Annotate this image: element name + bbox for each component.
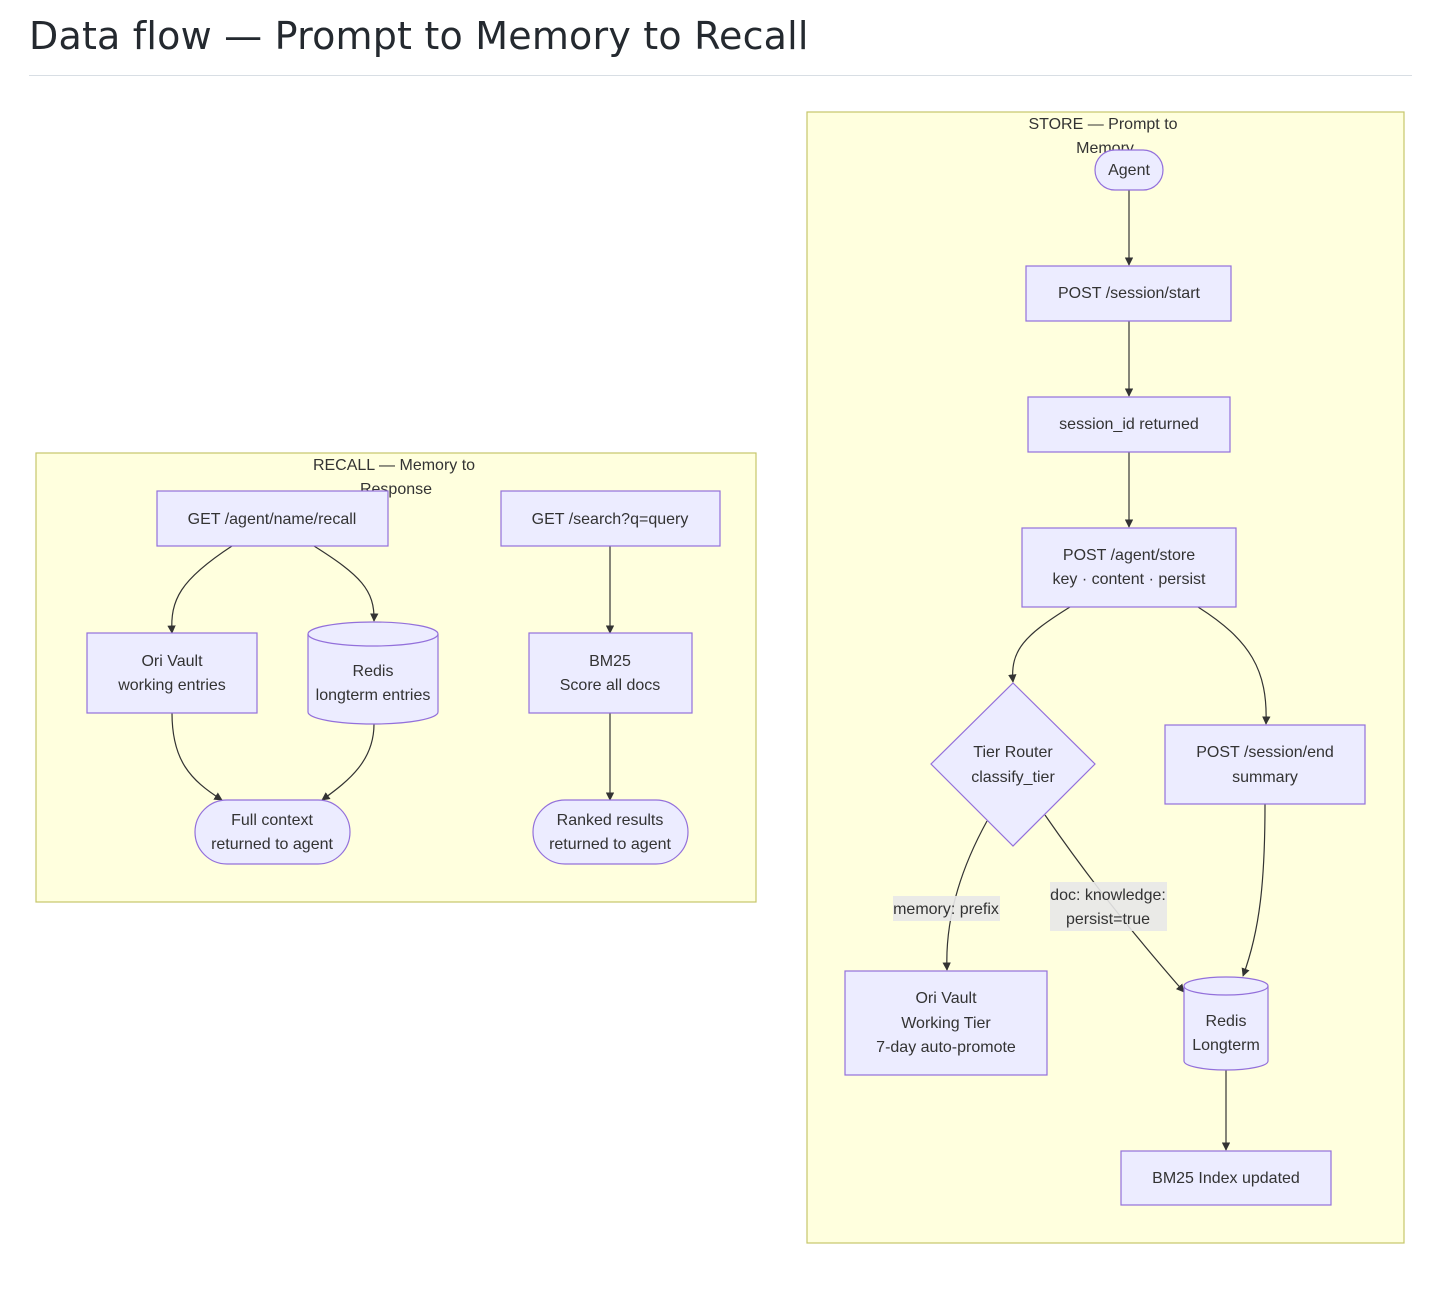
node-agent-store-line1: POST /agent/store	[1063, 547, 1195, 564]
node-get-search-label: GET /search?q=query	[532, 511, 689, 528]
node-tier-router-line2: classify_tier	[971, 769, 1055, 786]
node-agent-store: POST /agent/store key · content · persis…	[1021, 527, 1237, 608]
node-agent-store-line2: key · content · persist	[1053, 571, 1207, 588]
node-full-context-line1: Full context	[231, 812, 313, 829]
edge-router-to-orivault	[942, 820, 988, 971]
node-agent: Agent	[1094, 149, 1164, 191]
node-ori-vault: Ori Vault working entries	[86, 632, 258, 714]
title-divider	[29, 75, 1412, 76]
edge-label-doc-knowledge: doc: knowledge: persist=true	[1050, 882, 1167, 931]
node-redis-longterm-line2: Longterm	[1192, 1037, 1260, 1054]
edge-redis-to-fullcontext	[321, 723, 375, 801]
node-bm25-line1: BM25	[589, 653, 631, 670]
node-redis-line2: longterm entries	[316, 687, 431, 704]
node-bm25: BM25 Score all docs	[528, 632, 693, 714]
edge-label-doc-line2: persist=true	[1066, 911, 1150, 928]
recall-cluster-title: RECALL — Memory to	[313, 457, 475, 474]
node-get-search: GET /search?q=query	[500, 490, 721, 547]
node-session-start: POST /session/start	[1025, 265, 1232, 322]
node-ori-working-line1: Ori Vault	[915, 990, 977, 1007]
node-session-end-line1: POST /session/end	[1196, 744, 1334, 761]
node-ori-working-line2: Working Tier	[901, 1015, 991, 1032]
edge-sessionend-to-redis	[1241, 803, 1266, 977]
edge-orivault-to-fullcontext	[171, 712, 223, 801]
page-title: Data flow — Prompt to Memory to Recall	[29, 14, 809, 58]
node-session-start-label: POST /session/start	[1058, 285, 1201, 302]
node-bm25-updated-label: BM25 Index updated	[1152, 1170, 1300, 1187]
node-session-id-label: session_id returned	[1059, 416, 1199, 433]
node-session-end: POST /session/end summary	[1164, 724, 1366, 805]
node-bm25-line2: Score all docs	[560, 677, 661, 694]
svg-text:memory: prefix: memory: prefix	[893, 901, 999, 918]
node-get-recall-label: GET /agent/name/recall	[188, 511, 357, 528]
node-redis-longterm-db-icon: Redis Longterm	[1183, 976, 1269, 1071]
edge-store-to-sessionend	[1197, 606, 1271, 725]
node-ori-vault-line2: working entries	[117, 677, 226, 694]
node-ori-working: Ori Vault Working Tier 7-day auto-promot…	[844, 970, 1048, 1076]
node-tier-router-line1: Tier Router	[973, 744, 1053, 761]
edge-recall-to-redis	[313, 545, 379, 622]
node-session-end-line2: summary	[1232, 769, 1298, 786]
node-agent-label: Agent	[1108, 162, 1150, 179]
node-session-id: session_id returned	[1027, 396, 1231, 453]
edge-recall-to-orivault	[167, 545, 233, 634]
node-ori-working-line3: 7-day auto-promote	[876, 1039, 1016, 1056]
node-full-context-line2: returned to agent	[211, 836, 333, 853]
node-tier-router-diamond: Tier Router classify_tier	[930, 682, 1096, 847]
edge-label-memory-prefix: memory: prefix	[893, 896, 1000, 921]
node-get-recall: GET /agent/name/recall	[156, 490, 389, 547]
node-ranked-results: Ranked results returned to agent	[532, 799, 689, 865]
node-redis-longterm-line1: Redis	[1206, 1013, 1247, 1030]
edge-label-doc-line1: doc: knowledge:	[1050, 887, 1166, 904]
node-full-context: Full context returned to agent	[194, 799, 351, 865]
node-ori-vault-line1: Ori Vault	[141, 653, 203, 670]
node-ranked-line2: returned to agent	[549, 836, 671, 853]
edge-store-to-router	[1008, 606, 1071, 683]
node-bm25-updated: BM25 Index updated	[1120, 1150, 1332, 1206]
node-ranked-line1: Ranked results	[557, 812, 664, 829]
node-redis-line1: Redis	[353, 663, 394, 680]
node-redis-db-icon: Redis longterm entries	[307, 621, 439, 725]
store-cluster-title: STORE — Prompt to	[1028, 116, 1177, 133]
